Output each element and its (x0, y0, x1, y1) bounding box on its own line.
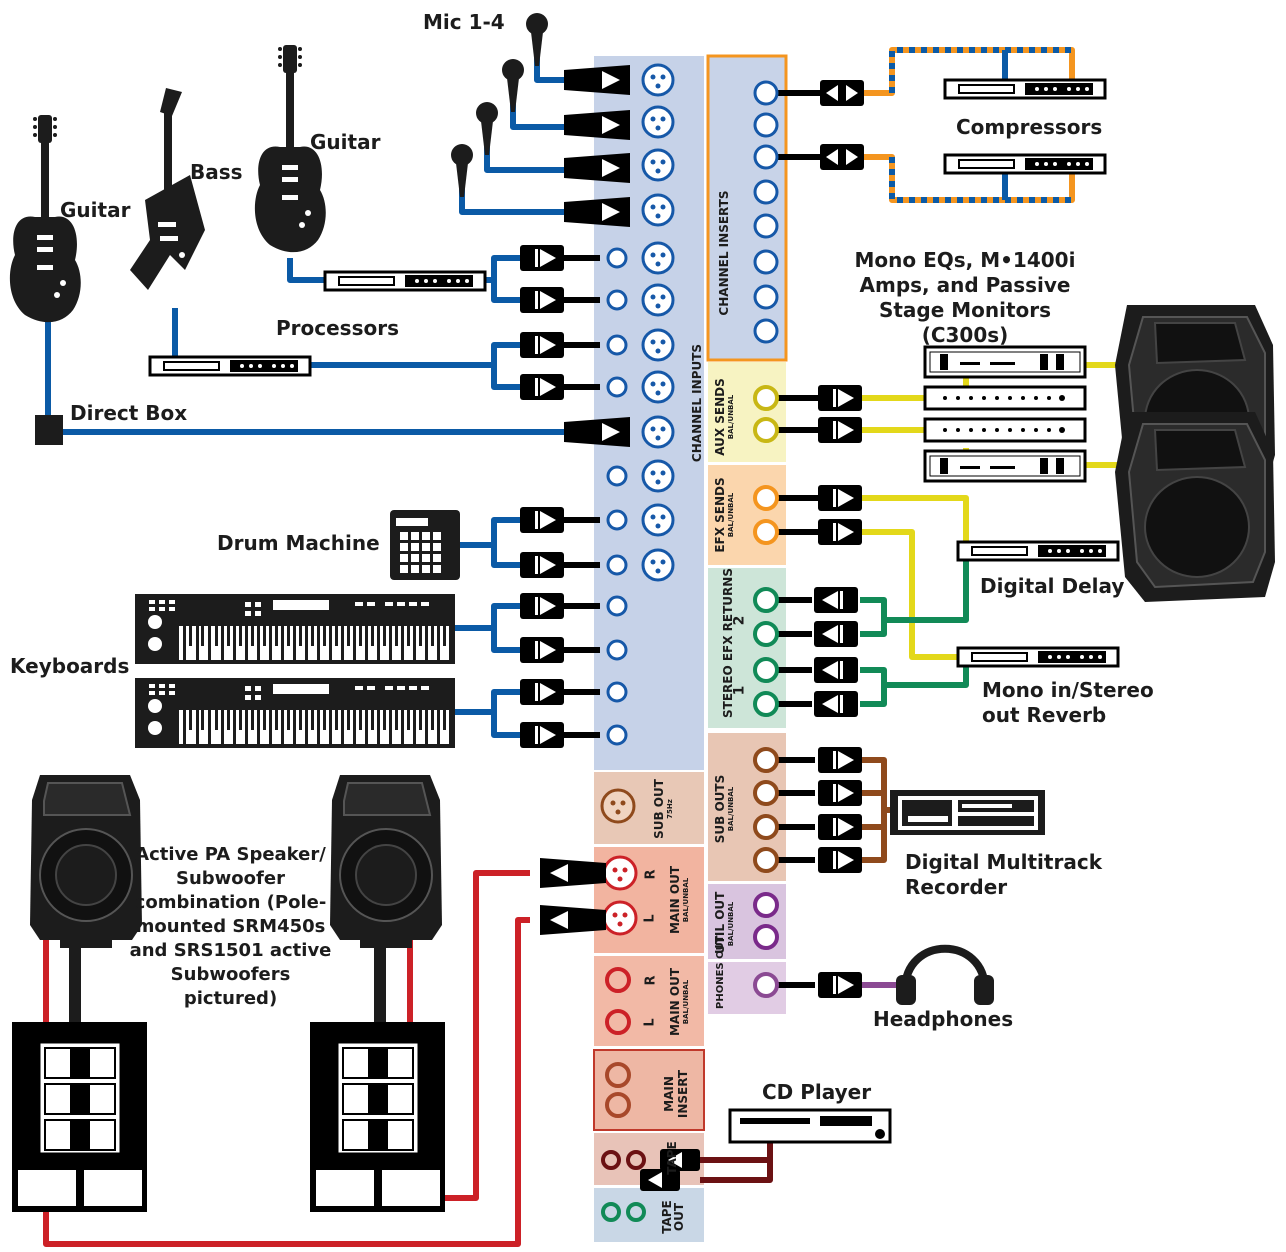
bass-icon (130, 88, 205, 290)
main-out-xlr-r-label: R (643, 869, 659, 880)
aux-sends-panel (708, 362, 786, 462)
pa-speaker-label: Active PA Speaker/ Subwoofer combination… (129, 844, 332, 1009)
channel-inserts-panel (706, 54, 788, 362)
bass-label: Bass (190, 160, 243, 184)
keyboard-icon (135, 678, 455, 748)
mic-icon (476, 102, 498, 155)
multitrack-recorder-icon (890, 790, 1045, 835)
tape-out-panel (594, 1188, 704, 1242)
stage-monitor-icon (1114, 411, 1276, 603)
digital-delay-label: Digital Delay (980, 574, 1125, 598)
main-out-trs-l-label: L (642, 1018, 658, 1027)
headphones-label: Headphones (873, 1007, 1014, 1031)
cd-player-icon (728, 1108, 892, 1144)
main-insert-label: MAIN INSERT (662, 1069, 690, 1119)
drum-machine-label: Drum Machine (217, 531, 380, 555)
subwoofer-icon (10, 1020, 149, 1214)
return-1-label: 1 (731, 685, 748, 696)
tape-label: TAPE (665, 1141, 679, 1175)
guitar-right-label: Guitar (310, 130, 381, 154)
direct-box-icon (35, 415, 63, 445)
pa-speaker-icon (29, 774, 143, 949)
phones-out-label: PHONES OUT (715, 935, 726, 1009)
direct-box-label: Direct Box (70, 401, 188, 425)
channel-inputs-label: CHANNEL INPUTS (690, 343, 704, 463)
cd-player-label: CD Player (762, 1080, 872, 1104)
mic-icon (451, 144, 473, 197)
main-out-trs-r-label: R (643, 975, 659, 986)
mic-icon (502, 59, 524, 112)
keyboards-label: Keyboards (10, 654, 130, 678)
channel-inserts-label: CHANNEL INSERTS (717, 190, 731, 316)
guitar-left-label: Guitar (60, 198, 131, 222)
drum-machine-icon (390, 510, 460, 580)
reverb-icon (956, 646, 1120, 668)
stereo-efx-returns-label: STEREO EFX RETURNS (721, 568, 735, 718)
processor-icon (148, 355, 312, 377)
compressor-icon (943, 153, 1107, 175)
processor-icon (323, 270, 487, 292)
pa-speaker-icon (329, 774, 443, 949)
digital-delay-icon (956, 540, 1120, 562)
mic-label: Mic 1-4 (423, 10, 505, 34)
main-out-xlr-l-label: L (642, 914, 658, 923)
processors-label: Processors (276, 316, 399, 340)
keyboard-icon (135, 594, 455, 664)
subwoofer-icon (308, 1020, 447, 1214)
compressor-icon (943, 78, 1107, 100)
tape-out-label: TAPE OUT (660, 1200, 686, 1234)
recorder-label: Digital Multitrack Recorder (905, 850, 1102, 899)
eq-amp-rack-icon (923, 345, 1087, 483)
mic-icon (526, 13, 548, 66)
reverb-label: Mono in/Stereo out Reverb (982, 678, 1154, 727)
return-2-label: 2 (731, 615, 748, 626)
mono-eqs-label: Mono EQs, M•1400i Amps, and Passive Stag… (854, 248, 1076, 347)
efx-sends-panel (708, 465, 786, 565)
headphones-icon (896, 944, 994, 1005)
compressors-label: Compressors (956, 115, 1103, 139)
